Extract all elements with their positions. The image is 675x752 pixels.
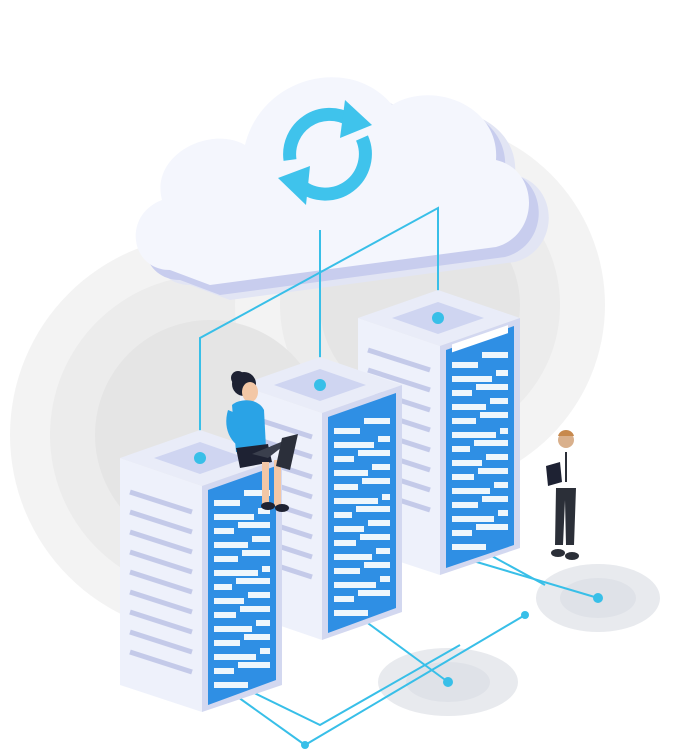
sync-arrows-icon xyxy=(283,107,372,201)
laptop-icon xyxy=(252,434,298,470)
floor-glows xyxy=(378,564,660,716)
server-front-slats xyxy=(214,352,508,688)
tablet-icon xyxy=(546,462,562,486)
sync-arrowheads xyxy=(278,100,372,205)
businessman-with-tablet xyxy=(548,430,579,560)
woman-with-laptop xyxy=(226,371,289,512)
